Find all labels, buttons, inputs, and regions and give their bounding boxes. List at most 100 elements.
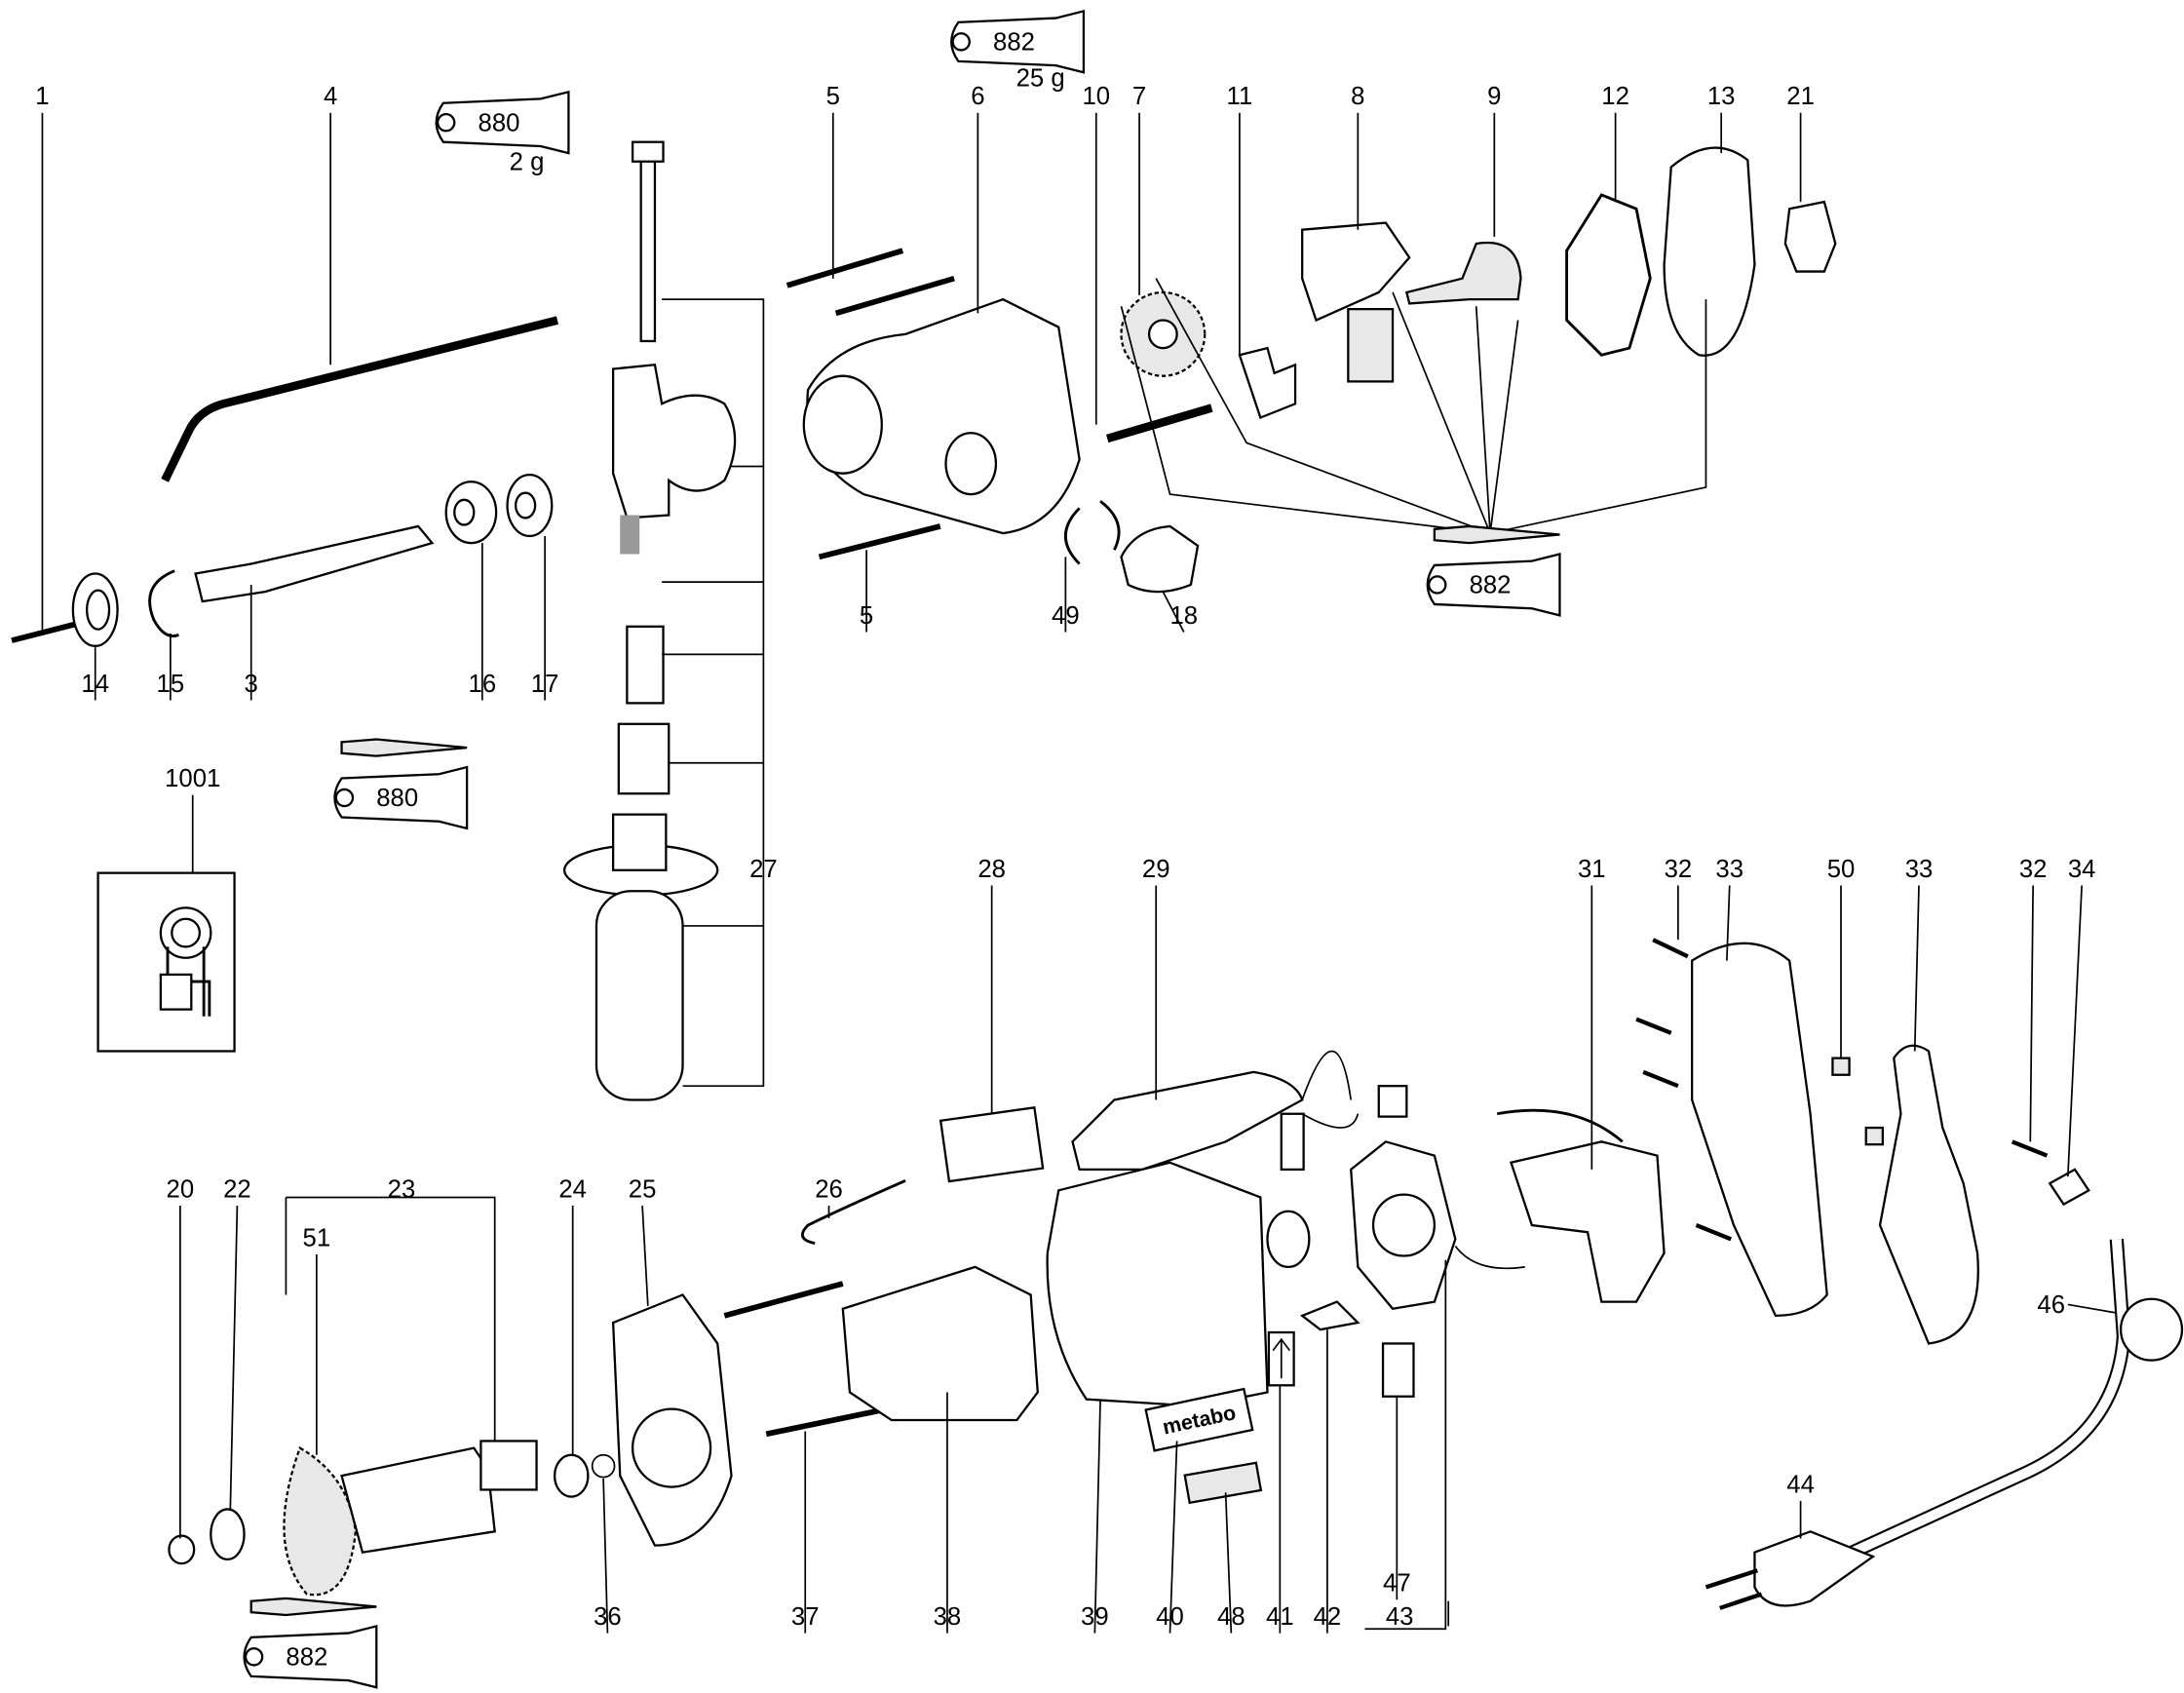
- part-spindle-3: [194, 524, 435, 603]
- part-screw-37a: [723, 1281, 844, 1319]
- leader-43: [1364, 1259, 1447, 1631]
- grease-amount: 2 g: [510, 148, 545, 175]
- part-bracket-42: [1299, 1300, 1360, 1331]
- part-gasket-12: [1565, 193, 1652, 357]
- part-number-11: 11: [1227, 83, 1253, 110]
- part-button-50: [1831, 1057, 1851, 1076]
- grease-code: 882: [1470, 572, 1512, 599]
- tube-cap-icon: [436, 112, 456, 133]
- brush-icon: [1433, 524, 1560, 545]
- part-cord-clamp: [2119, 1297, 2184, 1362]
- part-pin-10: [1106, 404, 1213, 443]
- part-housing-hole: [944, 432, 998, 496]
- part-number-46: 46: [2037, 1291, 2065, 1319]
- brush-icon: [249, 1597, 377, 1617]
- wiring-detail-1001: [96, 871, 236, 1053]
- part-clamp-34: [2048, 1168, 2090, 1207]
- part-wire-43: [1454, 1245, 1525, 1270]
- leader-line-25: [641, 1205, 649, 1306]
- part-screw-32: [2011, 1139, 2049, 1158]
- part-number-32: 32: [1665, 856, 1693, 883]
- leader-line-32: [2029, 885, 2034, 1142]
- part-number-31: 31: [1578, 856, 1606, 883]
- part-switch-8: [1301, 221, 1411, 323]
- part-number-1001: 1001: [165, 765, 220, 792]
- leader-line-40: [1169, 1441, 1178, 1634]
- part-number-18: 18: [1169, 602, 1198, 630]
- part-wire-26: [800, 1179, 906, 1246]
- part-commutator: [479, 1440, 538, 1491]
- part-clip-11: [1238, 346, 1297, 420]
- part-power-cord-46: [1849, 1238, 2131, 1559]
- part-bearing-17-inner: [514, 491, 537, 519]
- part-bolt-head: [631, 140, 665, 163]
- part-ring-49: [1064, 500, 1121, 565]
- part-number-24: 24: [558, 1175, 587, 1203]
- part-ring-15: [148, 569, 179, 637]
- part-plug-pins: [1705, 1568, 1763, 1610]
- part-switch-wires: [1496, 1108, 1624, 1143]
- part-number-4: 4: [324, 83, 337, 110]
- part-number-12: 12: [1601, 83, 1629, 110]
- part-shaft-9: [1404, 241, 1522, 305]
- leader-line-34: [2066, 885, 2083, 1177]
- part-number-1: 1: [35, 83, 49, 110]
- tube-cap-icon: [951, 32, 971, 52]
- part-housing-opening: [802, 374, 883, 475]
- part-number-25: 25: [629, 1175, 657, 1203]
- leader-line-33: [1913, 885, 1920, 1052]
- part-logo-plate-40: metabo: [1144, 1387, 1254, 1452]
- grease-amount: 25 g: [1016, 65, 1065, 93]
- part-side-handle-grip: [594, 890, 684, 1101]
- part-number-9: 9: [1487, 83, 1501, 110]
- grease-code: 880: [376, 785, 418, 812]
- tube-cap-icon: [1428, 575, 1447, 595]
- leader-line-33: [1726, 885, 1731, 961]
- part-screw-37b: [765, 1405, 889, 1438]
- part-bushing: [617, 722, 671, 795]
- part-number-43: 43: [1386, 1603, 1414, 1631]
- part-nut-21: [1783, 200, 1837, 273]
- part-sticker-48: [1183, 1461, 1263, 1505]
- part-power-cord-inner: [1850, 1238, 2128, 1558]
- tube-cap-icon: [244, 1647, 264, 1667]
- part-armature-23: [340, 1446, 496, 1555]
- part-number-44: 44: [1786, 1471, 1815, 1498]
- part-seal-14-inner: [86, 589, 111, 631]
- arrow-icon: [1272, 1337, 1291, 1379]
- part-screw-5a: [785, 248, 904, 289]
- part-plug-44: [1753, 1530, 1876, 1607]
- part-number-6: 6: [971, 83, 984, 110]
- part-small-connector: [1377, 1085, 1408, 1118]
- leader-27: [662, 298, 765, 1088]
- part-stator-38: [841, 1265, 1039, 1422]
- parts-drawing: metabo: [11, 140, 2184, 1631]
- grease-tube-882: 882: [1426, 524, 1561, 617]
- part-bolt: [639, 159, 657, 343]
- part-bearing-plate-13: [1663, 146, 1756, 357]
- part-number-5: 5: [826, 83, 840, 110]
- leader-line-39: [1093, 1399, 1101, 1634]
- part-motor-housing-39: [1046, 1161, 1269, 1407]
- part-number-28: 28: [977, 856, 1006, 883]
- leader-23: [285, 1196, 496, 1442]
- leader-grease-882-gear: [1120, 278, 1707, 534]
- leader-line-36: [602, 1478, 609, 1634]
- part-20: [168, 1534, 196, 1565]
- part-number-26: 26: [815, 1175, 843, 1203]
- part-gear-7-hub: [1147, 319, 1178, 350]
- part-number-32: 32: [2019, 856, 2048, 883]
- part-bearing-24: [553, 1453, 590, 1498]
- brush-icon: [340, 738, 468, 757]
- part-screws-32: [1635, 938, 1732, 1242]
- part-brush-47: [1381, 1342, 1415, 1398]
- part-clamp-collar: [611, 364, 737, 519]
- part-rod-4: [161, 316, 559, 482]
- part-number-34: 34: [2068, 856, 2096, 883]
- part-small-label: [1280, 1112, 1305, 1172]
- leader-line-22: [229, 1206, 239, 1511]
- leader-line-18: [1162, 591, 1185, 633]
